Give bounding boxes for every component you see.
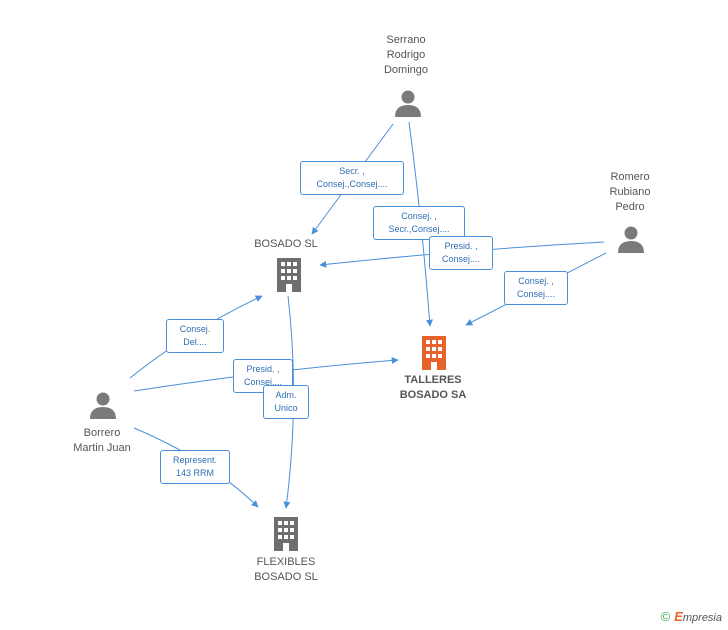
node-label-flexibles: FLEXIBLES BOSADO SL bbox=[254, 556, 318, 583]
building-icon[interactable] bbox=[271, 515, 301, 551]
building-icon[interactable] bbox=[419, 334, 449, 370]
brand-rest: mpresia bbox=[682, 612, 722, 624]
role-bosado-flexibles[interactable]: Adm. Unico bbox=[263, 385, 309, 419]
node-label-serrano: Serrano Rodrigo Domingo bbox=[383, 34, 429, 76]
node-label-borrero: Borrero Martin Juan bbox=[73, 427, 131, 454]
node-label-talleres: TALLERES BOSADO SA bbox=[399, 374, 467, 401]
brand-logo: ©Empresia bbox=[661, 609, 722, 624]
person-icon[interactable] bbox=[616, 224, 646, 254]
copyright-icon: © bbox=[660, 609, 671, 624]
person-icon[interactable] bbox=[393, 88, 423, 118]
node-label-romero: Romero Rubiano Pedro bbox=[609, 171, 651, 213]
role-borrero-bosado[interactable]: Consej. Del.... bbox=[166, 319, 224, 353]
person-icon[interactable] bbox=[88, 390, 118, 420]
building-icon[interactable] bbox=[274, 256, 304, 292]
role-borrero-flexibles[interactable]: Represent. 143 RRM bbox=[160, 450, 230, 484]
role-romero-talleres[interactable]: Consej. , Consej.... bbox=[504, 271, 568, 305]
brand-e: E bbox=[674, 609, 683, 624]
node-label-bosado-sl: BOSADO SL bbox=[254, 238, 318, 250]
role-serrano-bosado[interactable]: Secr. , Consej.,Consej.... bbox=[300, 161, 404, 195]
role-romero-bosado[interactable]: Presid. , Consej.... bbox=[429, 236, 493, 270]
role-serrano-talleres[interactable]: Consej. , Secr.,Consej.... bbox=[373, 206, 465, 240]
